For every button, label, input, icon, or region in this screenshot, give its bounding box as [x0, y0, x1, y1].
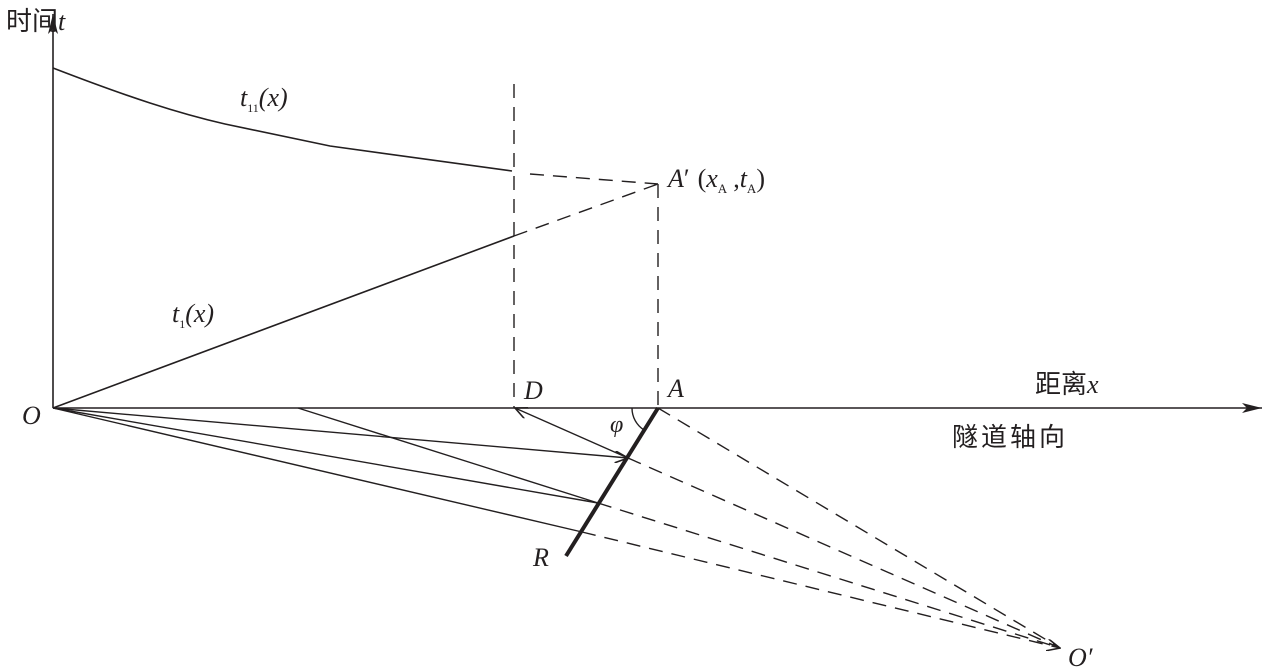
distance-axis-label: 距离x: [1035, 370, 1099, 400]
image-ray-4: [581, 531, 1060, 648]
tunnel-axis-label: 隧道轴向: [952, 423, 1068, 453]
ray-to-reflector-3: [52, 407, 583, 533]
t1-extension: [513, 183, 659, 237]
point-r-label: R: [532, 543, 549, 572]
ray-from-axis: [297, 407, 599, 504]
time-axis-label: 时间t: [6, 7, 66, 37]
t1-label: t1(x): [172, 299, 214, 331]
t11-curve: [52, 67, 513, 172]
angle-phi-arc: [631, 407, 645, 431]
t11-label: t11(x): [240, 83, 288, 115]
t11-extension: [529, 173, 659, 185]
t1-line: [52, 235, 515, 409]
ray-to-reflector-1: [52, 407, 628, 458]
point-d-label: D: [523, 376, 543, 405]
image-ray-3: [597, 502, 1061, 649]
image-point-label: O′: [1068, 643, 1093, 671]
image-ray-2: [627, 457, 1061, 649]
origin-label: O: [22, 401, 41, 430]
normal-ray: [515, 408, 629, 459]
point-a-label: A: [666, 374, 684, 403]
image-ray-1: [657, 407, 1061, 649]
ray-to-reflector-2: [52, 407, 599, 504]
angle-phi-label: φ: [610, 412, 623, 438]
a-prime-label: A′(xA,tA): [666, 164, 765, 196]
